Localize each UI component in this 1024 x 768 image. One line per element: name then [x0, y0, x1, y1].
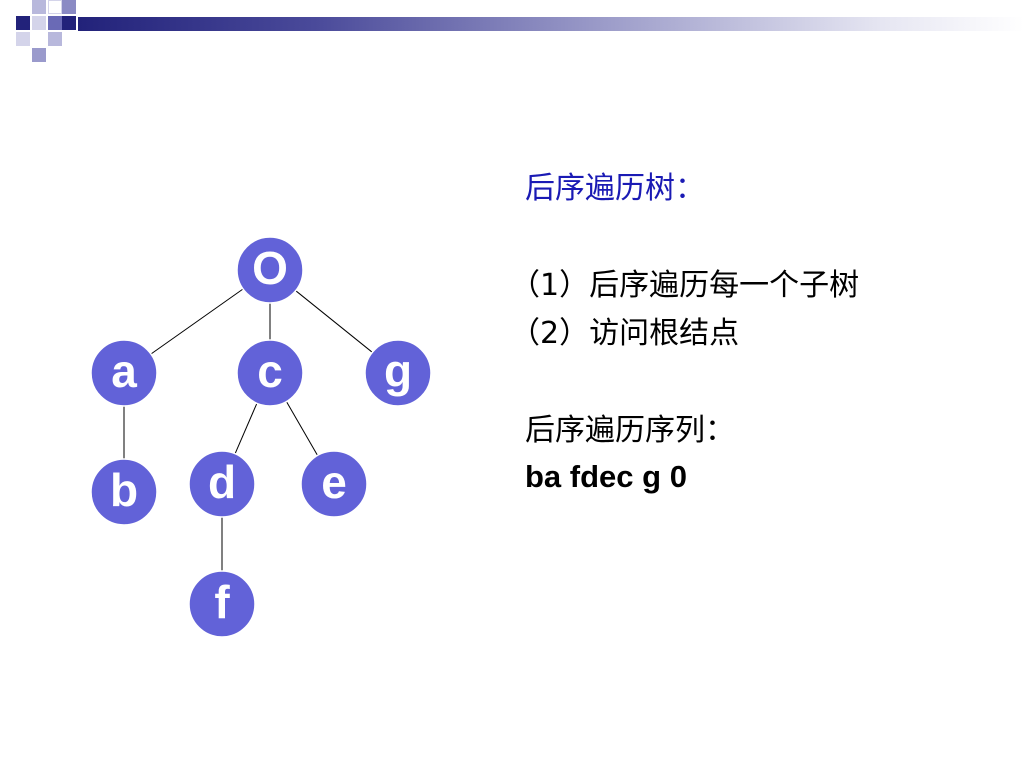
header-square — [32, 16, 46, 30]
tree-nodes: Oa c g b d e f — [90, 236, 432, 638]
tree-node-label: g — [384, 345, 412, 397]
header-square — [32, 0, 46, 14]
header-square — [48, 32, 62, 46]
tree-node-g: g — [364, 339, 432, 407]
tree-node-a: a — [90, 339, 158, 407]
tree-edges — [123, 288, 373, 571]
tree-node-label: b — [110, 464, 138, 516]
tree-node-b: b — [90, 458, 158, 526]
tree-node-label: e — [321, 456, 347, 508]
tree-node-circle — [236, 236, 304, 304]
tree-node-label: f — [214, 576, 230, 628]
tree-edge-o-a — [150, 288, 244, 355]
header-gradient-band — [78, 17, 1024, 31]
tree-node-label: c — [257, 345, 283, 397]
tree-node-c: c — [236, 339, 304, 407]
tree-edge-c-e — [286, 401, 318, 456]
tree-node-label: O — [252, 242, 288, 294]
tree-node-d: d — [188, 450, 256, 518]
tree-node-o: O — [236, 236, 304, 304]
tree-node-circle — [188, 570, 256, 638]
header-square — [48, 16, 62, 30]
header-square — [62, 16, 76, 30]
header-square — [32, 48, 46, 62]
header-square — [16, 32, 30, 46]
tree-edge-o-g — [295, 290, 373, 353]
tree-node-circle — [90, 339, 158, 407]
tree-node-e: e — [300, 450, 368, 518]
tree-node-circle — [236, 339, 304, 407]
tree-node-label: d — [208, 456, 236, 508]
header-square — [16, 16, 30, 30]
tree-node-circle — [300, 450, 368, 518]
tree-node-circle — [90, 458, 158, 526]
header-square — [62, 0, 76, 14]
tree-node-f: f — [188, 570, 256, 638]
tree-node-label: a — [111, 345, 137, 397]
tree-node-circle — [188, 450, 256, 518]
tree-edge-c-d — [234, 403, 258, 454]
header-square — [48, 0, 62, 14]
tree-node-circle — [364, 339, 432, 407]
